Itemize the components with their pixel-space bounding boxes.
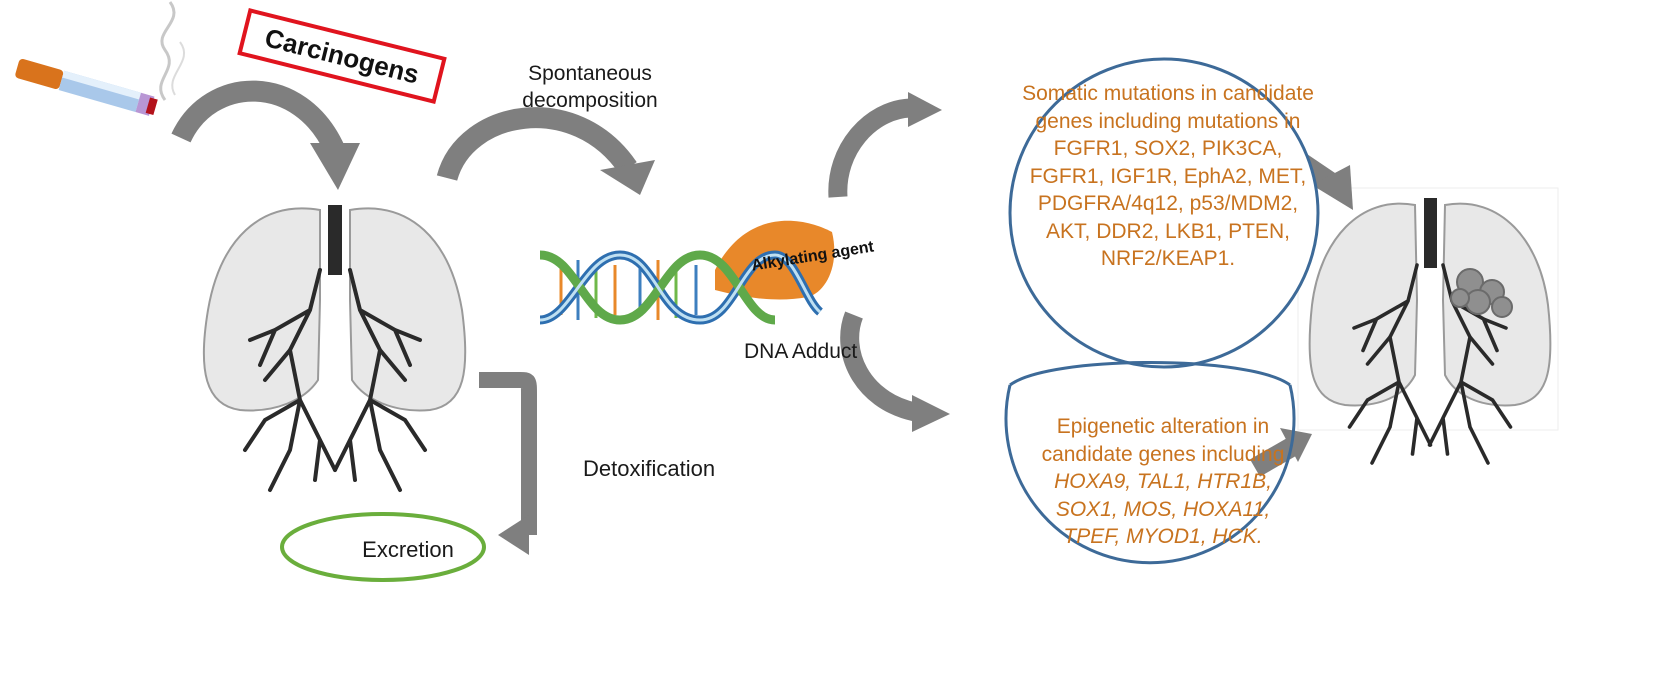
epigenetic-genes-text: HOXA9, TAL1, HTR1B, SOX1, MOS, HOXA11, T…: [1054, 470, 1272, 548]
lungs-icon: [190, 196, 473, 492]
to-somatic-arrow: [828, 92, 942, 198]
to-epigenetic-arrow: [840, 311, 950, 432]
dna-adduct-label: DNA Adduct: [744, 340, 858, 363]
epigenetic-alteration-circle: [1004, 384, 1296, 565]
somatic-mutations-circle: [1008, 57, 1320, 369]
spontaneous-arrow: [436, 107, 655, 195]
epigenetic-to-lungs-arrow: [1250, 428, 1312, 477]
epigenetic-alteration-text: Epigenetic alteration in candidate genes…: [1030, 413, 1296, 551]
detoxification-label: Detoxification: [583, 456, 716, 481]
excretion-label: Excretion: [362, 537, 454, 562]
detoxification-arrow: [479, 372, 537, 555]
cigarette-icon: [15, 1, 186, 116]
somatic-mutations-text: Somatic mutations in candidate genes inc…: [1022, 82, 1314, 270]
carcinogens-arrow: [171, 80, 360, 190]
spontaneous-decomposition-label: Spontaneous decomposition: [522, 62, 658, 112]
tumor-lungs-icon: [1297, 187, 1559, 465]
excretion-ellipse: [280, 512, 486, 582]
dna-helix-icon: [539, 220, 835, 325]
epigenetic-intro-text: Epigenetic alteration in candidate genes…: [1041, 415, 1285, 466]
